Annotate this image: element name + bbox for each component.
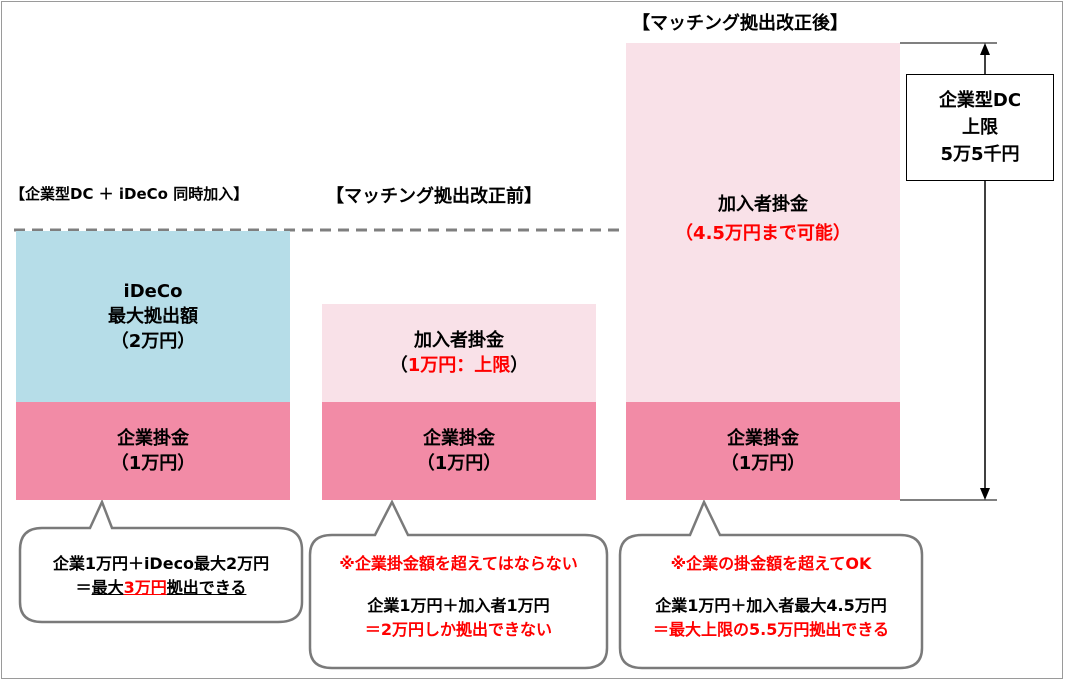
dc-cap-label-box: 企業型DC 上限 5万5千円 <box>906 74 1054 181</box>
left-employer-label: 企業掛金 <box>117 428 189 449</box>
middle-callout-text: ※企業掛金額を超えてはならない 企業1万円＋加入者1万円 ＝2万円しか拠出できな… <box>310 552 607 642</box>
middle-callout-line2: 企業1万円＋加入者1万円 <box>367 596 550 615</box>
right-member-amount: （4.5万円まで可能） <box>675 222 851 244</box>
right-callout-line2: 企業1万円＋加入者最大4.5万円 <box>655 596 887 615</box>
middle-member-amount: （1万円：上限） <box>389 355 529 376</box>
middle-employer-label: 企業掛金 <box>423 428 495 449</box>
ideco-label: iDeCo <box>123 281 183 302</box>
left-callout-line2: ＝最大3万円拠出できる <box>75 578 247 597</box>
middle-member-label: 加入者掛金 <box>414 330 504 351</box>
right-section-title: 【マッチング拠出改正後】 <box>632 13 848 34</box>
ideco-max-block: iDeCo 最大拠出額 （2万円） <box>16 231 290 402</box>
left-callout-text: 企業1万円＋iDeco最大2万円 ＝最大3万円拠出できる <box>20 552 302 600</box>
middle-callout-line1: ※企業掛金額を超えてはならない <box>339 554 578 573</box>
left-section-title: 【企業型DC ＋ iDeCo 同時加入】 <box>10 185 249 203</box>
right-callout-text: ※企業の掛金額を超えてOK 企業1万円＋加入者最大4.5万円 ＝最大上限の5.5… <box>620 552 922 642</box>
middle-callout-line3: ＝2万円しか拠出できない <box>364 620 553 639</box>
arrow-down-icon <box>980 488 990 500</box>
middle-callout-bubble <box>308 499 609 670</box>
middle-member-block: 加入者掛金 （1万円：上限） <box>322 304 596 402</box>
left-callout-bubble <box>18 498 304 624</box>
middle-section-title: 【マッチング拠出改正前】 <box>326 186 542 207</box>
left-callout-line1: 企業1万円＋iDeco最大2万円 <box>52 554 270 573</box>
right-callout-line1: ※企業の掛金額を超えてOK <box>670 554 872 573</box>
right-employer-block: 企業掛金 （1万円） <box>626 402 900 500</box>
right-employer-label: 企業掛金 <box>727 428 799 449</box>
left-employer-block: 企業掛金 （1万円） <box>16 402 290 500</box>
middle-employer-amount: （1万円） <box>416 453 502 474</box>
right-callout-line3: ＝最大上限の5.5万円拠出できる <box>652 620 890 639</box>
right-member-block: 加入者掛金 （4.5万円まで可能） <box>626 43 900 402</box>
right-employer-amount: （1万円） <box>720 453 806 474</box>
left-employer-amount: （1万円） <box>110 453 196 474</box>
middle-employer-block: 企業掛金 （1万円） <box>322 402 596 500</box>
dc-cap-title: 企業型DC <box>938 90 1022 111</box>
dc-cap-limit: 上限 <box>962 117 998 138</box>
ideco-max-label: 最大拠出額 <box>108 306 198 327</box>
arrow-up-icon <box>980 43 990 55</box>
ideco-amount: （2万円） <box>110 331 196 352</box>
right-member-label: 加入者掛金 <box>718 193 808 215</box>
right-callout-bubble <box>618 498 924 670</box>
dc-cap-amount: 5万5千円 <box>940 144 1020 165</box>
